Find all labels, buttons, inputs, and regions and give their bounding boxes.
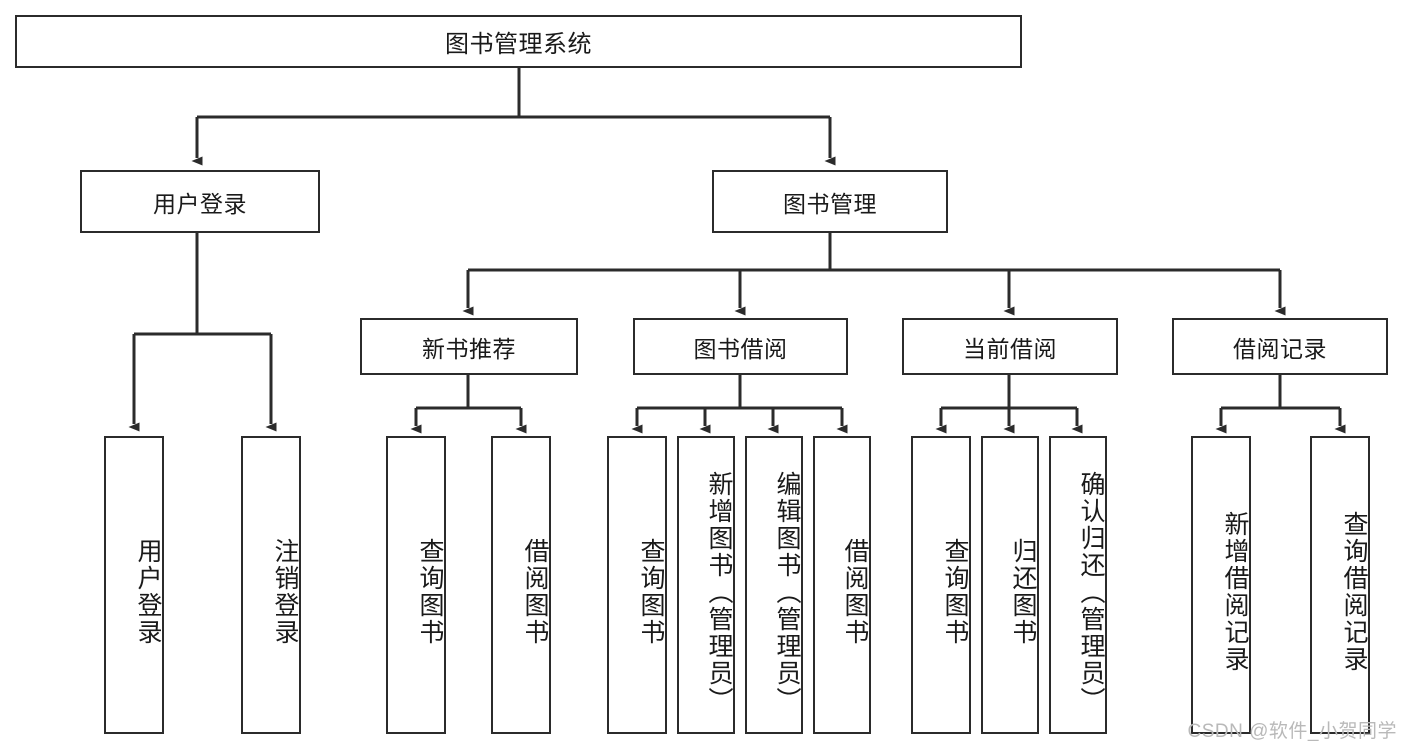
node-leaf-br-add-record-label: 新增借阅记录: [1221, 511, 1249, 673]
node-root-system-label: 图书管理系统: [445, 31, 592, 58]
node-leaf-nb-borrow-book-label: 借阅图书: [521, 538, 549, 646]
node-leaf-bb-query-book-label: 查询图书: [637, 538, 665, 646]
node-book-borrow[interactable]: 图书借阅: [633, 318, 848, 375]
node-leaf-user-login[interactable]: 用户登录: [104, 436, 164, 734]
node-leaf-bb-add-book[interactable]: 新增图书（管理员）: [677, 436, 735, 734]
node-leaf-br-query-record-label: 查询借阅记录: [1340, 511, 1368, 673]
node-leaf-cb-return-book-label: 归还图书: [1009, 538, 1037, 646]
node-book-manage[interactable]: 图书管理: [712, 170, 948, 233]
node-leaf-user-login-label: 用户登录: [134, 538, 162, 646]
node-leaf-nb-query-book[interactable]: 查询图书: [386, 436, 446, 734]
node-leaf-bb-query-book[interactable]: 查询图书: [607, 436, 667, 734]
csdn-watermark: CSDN @软件_小贺同学: [1187, 721, 1397, 742]
node-new-book-recommend-label: 新书推荐: [422, 335, 516, 362]
node-book-manage-label: 图书管理: [783, 190, 877, 217]
node-leaf-br-add-record[interactable]: 新增借阅记录: [1191, 436, 1251, 734]
node-leaf-cb-confirm-return[interactable]: 确认归还（管理员）: [1049, 436, 1107, 734]
node-book-borrow-label: 图书借阅: [693, 335, 788, 362]
node-leaf-cb-query-book[interactable]: 查询图书: [911, 436, 971, 734]
node-leaf-bb-edit-book-label: 编辑图书（管理员）: [773, 470, 801, 714]
node-root-system[interactable]: 图书管理系统: [15, 15, 1022, 68]
node-user-login-label: 用户登录: [153, 190, 247, 217]
node-new-book-recommend[interactable]: 新书推荐: [360, 318, 578, 375]
node-borrow-record[interactable]: 借阅记录: [1172, 318, 1388, 375]
node-leaf-nb-borrow-book[interactable]: 借阅图书: [491, 436, 551, 734]
node-leaf-cb-confirm-return-label: 确认归还（管理员）: [1077, 470, 1105, 714]
node-leaf-logout-label: 注销登录: [271, 538, 299, 646]
node-user-login[interactable]: 用户登录: [80, 170, 320, 233]
node-leaf-bb-edit-book[interactable]: 编辑图书（管理员）: [745, 436, 803, 734]
node-leaf-br-query-record[interactable]: 查询借阅记录: [1310, 436, 1370, 734]
node-leaf-bb-borrow-book[interactable]: 借阅图书: [813, 436, 871, 734]
node-leaf-cb-query-book-label: 查询图书: [941, 538, 969, 646]
node-leaf-bb-add-book-label: 新增图书（管理员）: [705, 470, 733, 714]
node-current-borrow[interactable]: 当前借阅: [902, 318, 1118, 375]
node-leaf-bb-borrow-book-label: 借阅图书: [841, 538, 869, 646]
node-borrow-record-label: 借阅记录: [1233, 335, 1327, 362]
node-leaf-nb-query-book-label: 查询图书: [416, 538, 444, 646]
node-leaf-logout[interactable]: 注销登录: [241, 436, 301, 734]
node-leaf-cb-return-book[interactable]: 归还图书: [981, 436, 1039, 734]
node-current-borrow-label: 当前借阅: [963, 335, 1057, 362]
